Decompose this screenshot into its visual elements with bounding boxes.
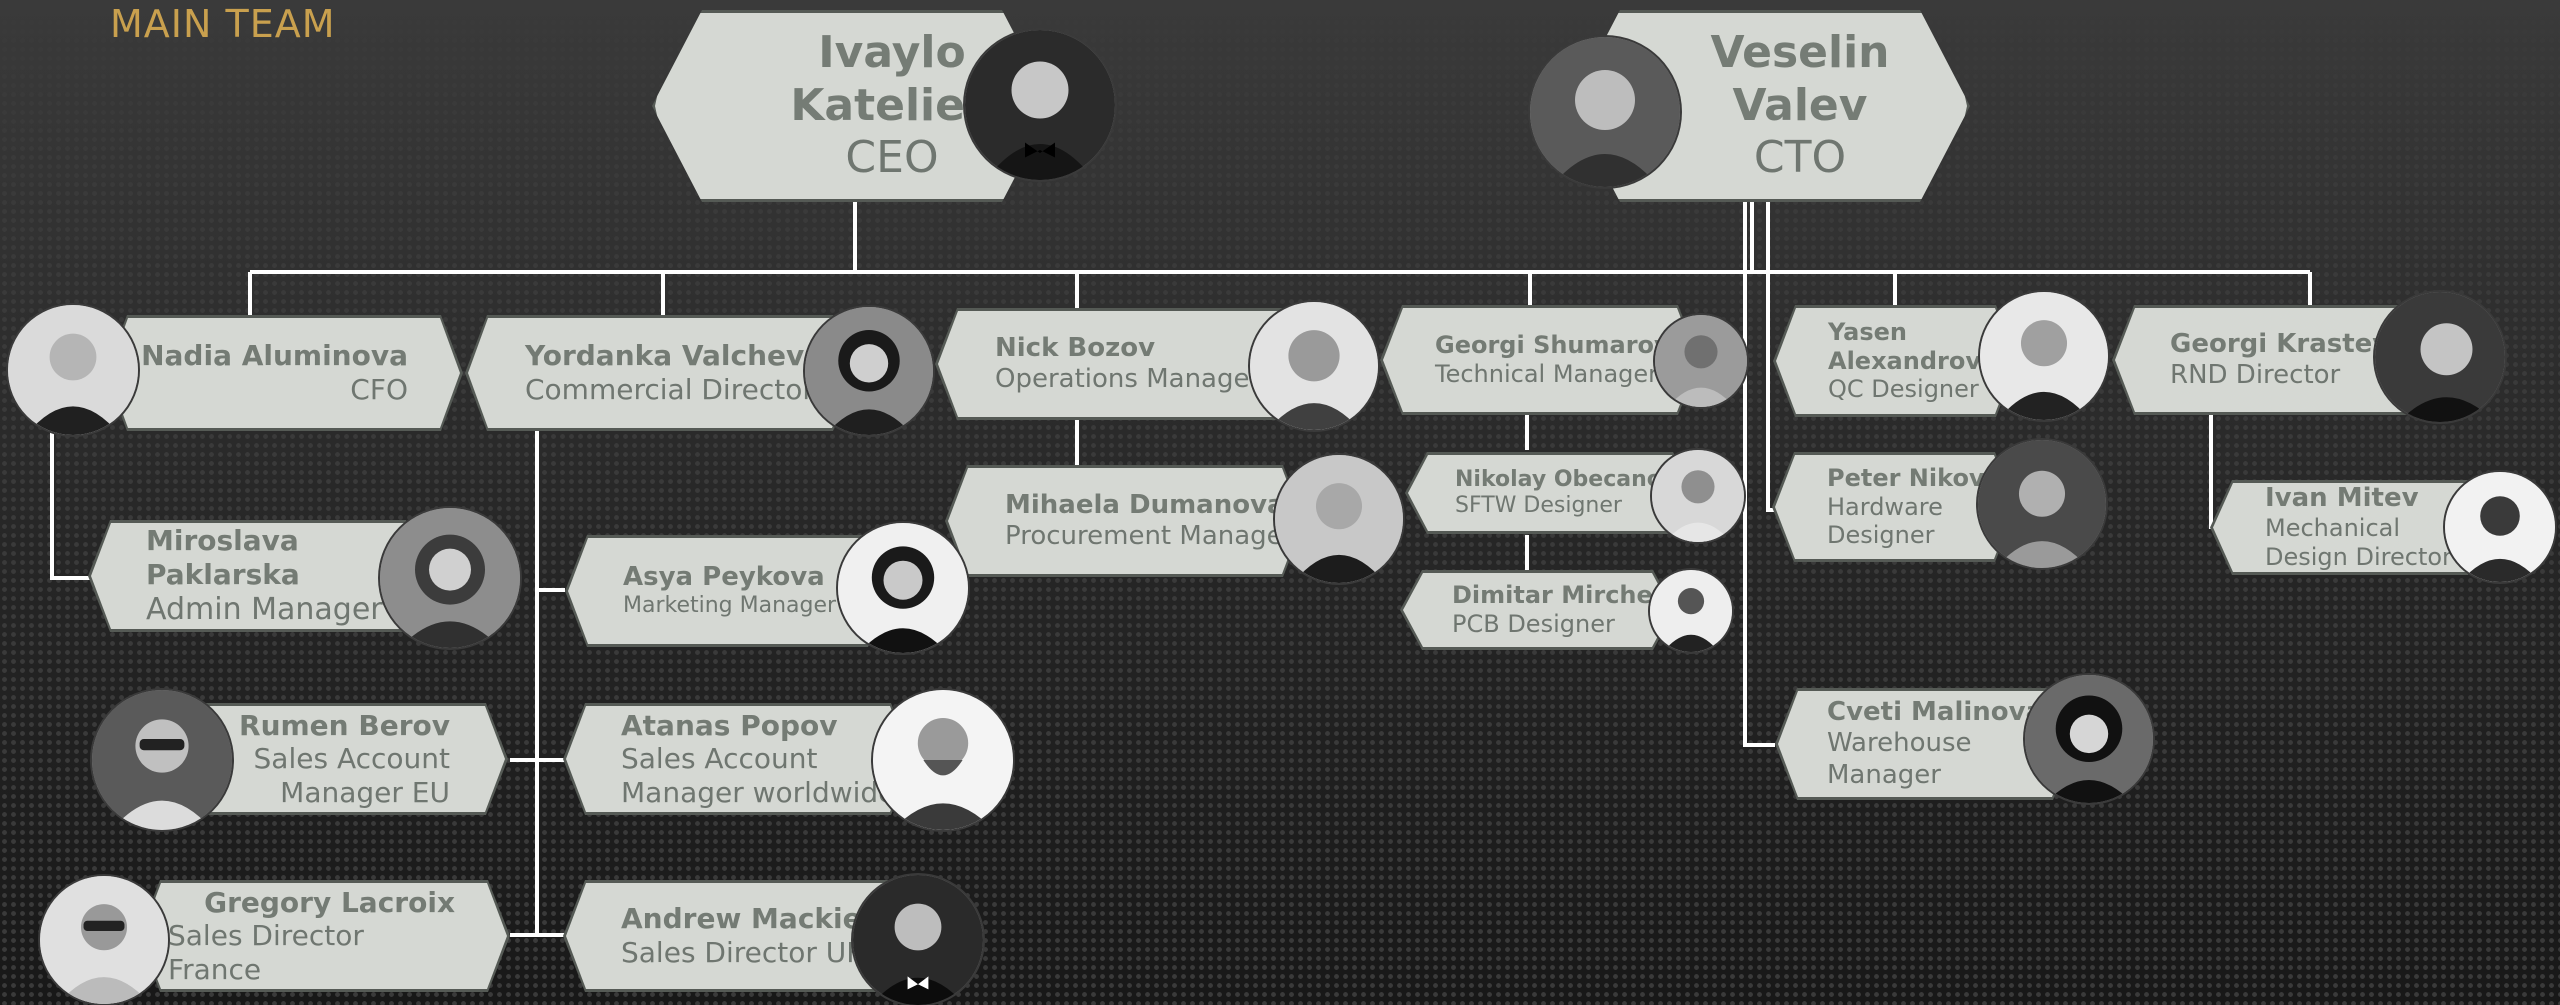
person-portrait-icon: [965, 30, 1115, 180]
node-role: Design Director: [2265, 543, 2452, 572]
node-name: Valev: [1732, 79, 1868, 131]
person-portrait-icon: [1650, 570, 1732, 652]
node-role: QC Designer: [1828, 375, 1979, 404]
node-name: Dimitar Mirchev: [1452, 581, 1669, 610]
person-portrait-icon: [1652, 450, 1744, 542]
org-node-qc-designer: Yasen Alexandrov QC Designer: [1773, 305, 2018, 417]
person-portrait-icon: [1250, 302, 1378, 430]
node-name: Nick Bozov: [995, 332, 1156, 363]
person-portrait-icon: [1530, 37, 1680, 187]
person-portrait-icon: [1655, 315, 1747, 407]
node-name: Veselin: [1710, 26, 1890, 78]
node-role: Sales Account: [253, 742, 450, 776]
node-role: Sales Director UK: [621, 936, 865, 969]
node-name: Rumen Berov: [239, 708, 450, 742]
node-name: Ivaylo: [818, 26, 966, 78]
org-node-ceo: Ivaylo Kateliev CEO: [652, 10, 1052, 202]
node-role: Hardware: [1827, 492, 1943, 521]
node-role: Mechanical: [2265, 514, 2401, 543]
person-portrait-icon: [2375, 292, 2505, 422]
org-node-marketing-manager: Asya Peykova Marketing Manager: [565, 535, 890, 647]
node-name: Andrew Mackie: [621, 902, 862, 936]
node-name: Ivan Mitev: [2265, 483, 2419, 514]
org-node-technical-manager: Georgi Shumarov Technical Manager: [1380, 305, 1700, 415]
node-role: Commercial Director: [525, 373, 814, 406]
person-portrait-icon: [92, 690, 232, 830]
org-node-hardware-designer: Peter Nikov Hardware Designer: [1772, 452, 2017, 562]
node-name: Atanas Popov: [621, 708, 838, 742]
org-node-procurement-manager: Mihaela Dumanova Procurement Manager: [945, 465, 1305, 577]
node-role: Marketing Manager: [623, 593, 837, 619]
person-portrait-icon: [873, 690, 1013, 830]
page-title: MAIN TEAM: [110, 2, 336, 46]
org-node-cfo: Nadia Aluminova CFO: [105, 315, 463, 431]
node-role: Admin Manager: [146, 591, 383, 627]
node-name: Kateliev: [790, 79, 994, 131]
org-node-mechanical-design-director: Ivan Mitev Mechanical Design Director: [2210, 480, 2490, 575]
node-role: Manager worldwide: [621, 775, 896, 809]
node-name: Georgi Krastev: [2170, 328, 2390, 359]
org-node-sales-director-france: Gregory Lacroix Sales Director France: [138, 880, 510, 992]
person-portrait-icon: [1275, 455, 1403, 583]
node-name: Gregory Lacroix: [204, 885, 455, 919]
node-role: Sales Account: [621, 742, 818, 776]
person-portrait-icon: [1978, 440, 2106, 568]
node-role: Designer: [1827, 521, 1935, 550]
node-name: Mihaela Dumanova: [1005, 489, 1285, 520]
person-portrait-icon: [838, 523, 968, 653]
org-node-sales-director-uk: Andrew Mackie Sales Director UK: [563, 880, 913, 992]
person-portrait-icon: [853, 875, 983, 1005]
org-node-pcb-designer: Dimitar Mirchev PCB Designer: [1400, 570, 1675, 650]
person-portrait-icon: [1980, 292, 2108, 420]
node-role: CTO: [1753, 132, 1847, 184]
node-name: Nadia Aluminova: [141, 339, 408, 373]
node-role: Warehouse: [1827, 728, 1972, 759]
person-portrait-icon: [40, 876, 168, 1004]
org-node-commercial-director: Yordanka Valcheva Commercial Director: [465, 315, 855, 431]
person-portrait-icon: [8, 305, 138, 435]
person-portrait-icon: [2025, 675, 2153, 803]
node-role: Procurement Manager: [1005, 521, 1294, 551]
org-node-operations-manager: Nick Bozov Operations Manager: [935, 308, 1305, 420]
node-name: Peter Nikov: [1827, 463, 1985, 492]
node-role: SFTW Designer: [1455, 493, 1622, 518]
node-name: Miroslava: [146, 524, 299, 558]
node-name: Cveti Malinova: [1827, 697, 2044, 728]
node-name: Nikolay Obecanov: [1455, 466, 1677, 492]
node-role: PCB Designer: [1452, 610, 1615, 638]
node-name: Georgi Shumarov: [1435, 331, 1670, 360]
node-role: RND Director: [2170, 360, 2341, 390]
node-role: Sales Director France: [168, 919, 364, 986]
person-portrait-icon: [380, 508, 520, 648]
org-node-sftw-designer: Nikolay Obecanov SFTW Designer: [1405, 452, 1695, 534]
node-role: Manager EU: [280, 775, 450, 809]
node-name: Alexandrov: [1828, 346, 1981, 375]
org-node-sales-account-manager-worldwide: Atanas Popov Sales Account Manager world…: [563, 703, 913, 815]
person-portrait-icon: [2445, 472, 2555, 582]
node-role: Technical Manager: [1435, 360, 1659, 388]
node-role: Manager: [1827, 759, 1941, 790]
org-node-admin-manager: Miroslava Paklarska Admin Manager: [88, 520, 428, 632]
node-name: Yordanka Valcheva: [525, 339, 824, 373]
node-role: CEO: [845, 132, 939, 184]
node-name: Yasen: [1828, 317, 1908, 346]
node-role: CFO: [350, 373, 408, 406]
person-portrait-icon: [805, 307, 933, 435]
node-role: Operations Manager: [995, 364, 1261, 394]
node-name: Paklarska: [146, 558, 300, 591]
node-name: Asya Peykova: [623, 562, 825, 593]
